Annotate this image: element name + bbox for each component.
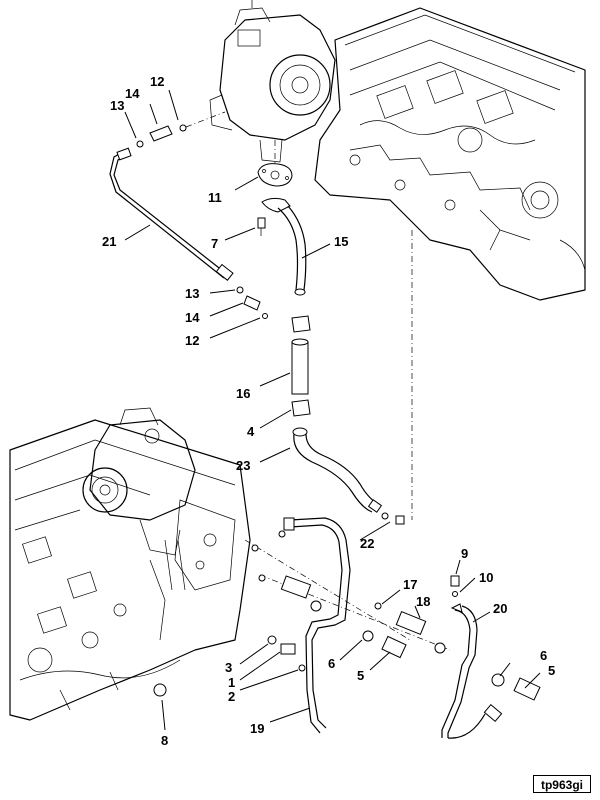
callout-16: 16 xyxy=(236,386,250,401)
callout-5-middle: 5 xyxy=(357,668,364,683)
callout-12-lower: 12 xyxy=(185,333,199,348)
lower-fitting-group xyxy=(236,286,268,319)
upper-fitting-group xyxy=(136,111,226,148)
callout-11: 11 xyxy=(208,190,222,205)
upper-engine-block xyxy=(314,7,586,301)
callout-1: 1 xyxy=(228,675,235,690)
callout-15: 15 xyxy=(334,234,348,249)
callout-7: 7 xyxy=(211,236,218,251)
small-fittings xyxy=(153,544,541,701)
drain-gasket xyxy=(257,140,293,187)
callout-10: 10 xyxy=(479,570,493,585)
callout-21: 21 xyxy=(102,234,116,249)
oil-drain-tube xyxy=(261,197,307,296)
o-ring-22 xyxy=(381,230,413,525)
lower-clamp xyxy=(291,399,311,417)
callout-18: 18 xyxy=(416,594,430,609)
callout-23: 23 xyxy=(236,458,250,473)
lower-turbocharger xyxy=(82,407,196,591)
callout-17: 17 xyxy=(403,577,417,592)
callout-8: 8 xyxy=(161,733,168,748)
callout-6-right: 6 xyxy=(540,648,547,663)
callout-13-lower: 13 xyxy=(185,286,199,301)
drain-tube-23 xyxy=(292,427,383,513)
callout-22: 22 xyxy=(360,536,374,551)
callout-4: 4 xyxy=(247,424,255,439)
callout-9: 9 xyxy=(461,546,468,561)
document-code-label: tp963gi xyxy=(533,775,591,793)
callout-5-right: 5 xyxy=(548,663,555,678)
oil-supply-line xyxy=(109,147,234,281)
tube-20 xyxy=(441,603,503,739)
capscrew xyxy=(257,217,266,236)
callout-12-upper: 12 xyxy=(150,74,164,89)
callout-leaders xyxy=(124,89,541,731)
callout-14-upper: 14 xyxy=(125,86,140,101)
callout-20: 20 xyxy=(493,601,507,616)
lower-engine-block xyxy=(9,419,251,721)
coolant-tube-19 xyxy=(244,517,451,734)
callout-labels: 12 14 13 11 7 15 21 13 14 12 16 4 23 22 … xyxy=(102,74,555,748)
hose-16 xyxy=(291,338,309,395)
callout-14-lower: 14 xyxy=(185,310,200,325)
callout-13-upper: 13 xyxy=(110,98,124,113)
upper-turbocharger xyxy=(209,0,336,163)
callout-6-middle: 6 xyxy=(328,656,335,671)
upper-clamp xyxy=(291,315,311,333)
callout-19: 19 xyxy=(250,721,264,736)
callout-2: 2 xyxy=(228,689,235,704)
callout-3: 3 xyxy=(225,660,232,675)
